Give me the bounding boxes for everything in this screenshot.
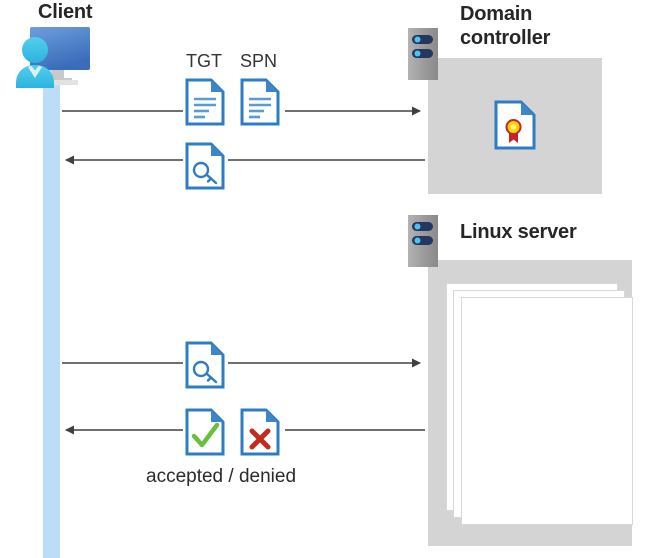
desktop-user-icon (8, 24, 104, 94)
container-card-front: Container (461, 297, 633, 525)
spn-label: SPN (240, 51, 278, 71)
server-rack-icon (408, 28, 438, 80)
accepted-denied-label: accepted / denied (146, 466, 297, 487)
tgt-label: TGT (186, 51, 222, 71)
client-title: Client (38, 1, 93, 23)
domain-controller-title: Domain controller (460, 3, 551, 49)
denied-cross-document-icon (240, 408, 280, 456)
linux-server-title: Linux server (460, 221, 577, 243)
service-ticket-key-document-icon (185, 341, 225, 389)
accepted-check-document-icon (185, 408, 225, 456)
server-rack-icon (408, 215, 438, 267)
certificate-document-icon (494, 100, 536, 150)
tgt-document-icon (185, 78, 225, 126)
service-ticket-key-document-icon (185, 142, 225, 190)
spn-document-icon (240, 78, 280, 126)
client-lifeline (43, 66, 60, 558)
